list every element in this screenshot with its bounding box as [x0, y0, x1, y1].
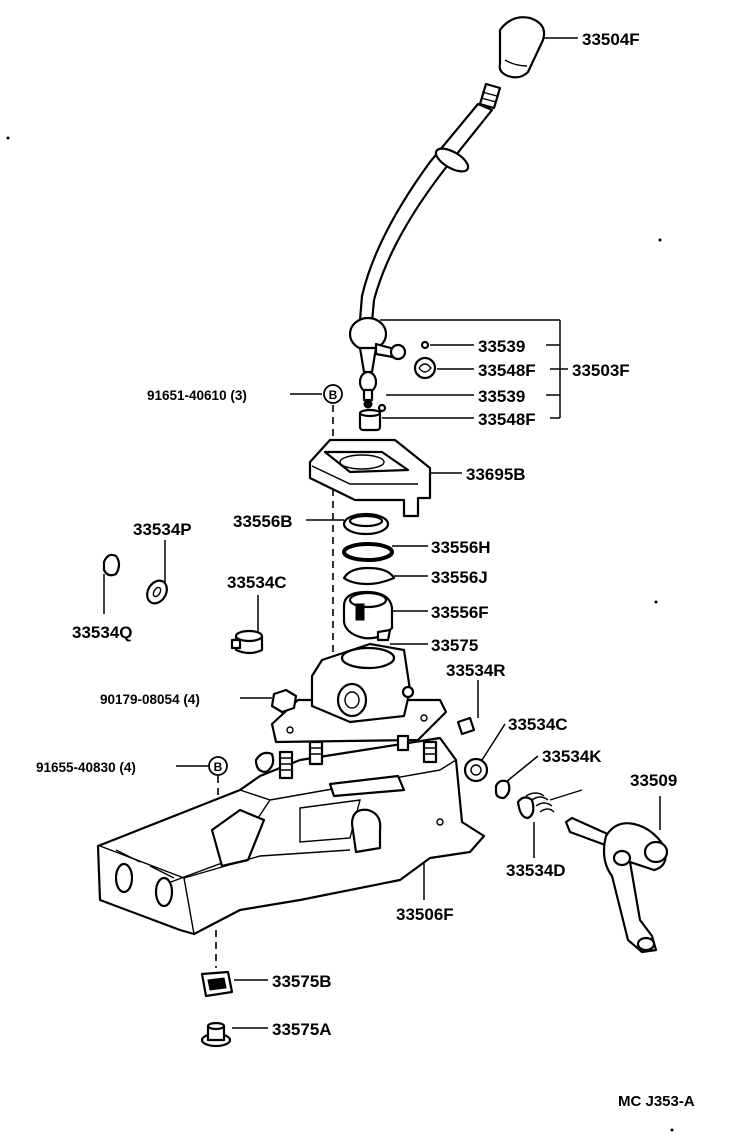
bolt-marker-b-upper-text: B — [329, 388, 338, 402]
bushing-33548F-b — [358, 408, 382, 432]
label-33503F: 33503F — [572, 361, 630, 380]
label-33506F: 33506F — [396, 905, 454, 924]
label-33504F: 33504F — [582, 30, 640, 49]
label-33575A: 33575A — [272, 1020, 332, 1039]
label-33534D: 33534D — [506, 861, 566, 880]
bushing-33534C-left — [230, 629, 264, 655]
shift-base-33506F — [96, 734, 486, 936]
nut-33575B — [200, 970, 234, 998]
socket-33556F — [342, 590, 394, 642]
diagram-id: MC J353-A — [618, 1093, 695, 1110]
pin-33539-a — [420, 340, 430, 350]
shift-lever-rod — [358, 82, 502, 324]
ball-joint — [348, 316, 407, 409]
label-33534K: 33534K — [542, 747, 602, 766]
label-33534C-right: 33534C — [508, 715, 568, 734]
clip-33534K — [494, 779, 511, 800]
retainer-housing-33575 — [270, 642, 448, 744]
label-33534P: 33534P — [133, 520, 192, 539]
bolt-marker-b-lower: B — [208, 756, 228, 776]
label-90179: 90179-08054 (4) — [100, 692, 200, 707]
spring-33534D — [516, 789, 583, 820]
label-33575: 33575 — [431, 636, 478, 655]
shift-knob — [498, 16, 546, 79]
nut-90179 — [270, 688, 298, 714]
boot-plate-33695B — [308, 438, 432, 518]
bushing-33548F-a — [413, 356, 437, 380]
clip-33556J — [342, 566, 396, 586]
label-33509: 33509 — [630, 771, 677, 790]
speck — [6, 136, 10, 140]
pin-33539-b — [377, 403, 387, 413]
leader-33534C-right — [481, 723, 506, 761]
pin-33534R — [456, 716, 476, 736]
label-33556F: 33556F — [431, 603, 489, 622]
washer-33534P — [146, 579, 168, 605]
speck — [654, 600, 658, 604]
label-91651: 91651-40610 (3) — [147, 388, 247, 403]
speck — [670, 1128, 674, 1132]
ring-33556H — [342, 542, 394, 562]
seal-33556B — [342, 512, 390, 536]
label-33556H: 33556H — [431, 538, 491, 557]
label-33534Q: 33534Q — [72, 623, 133, 642]
label-33539-a: 33539 — [478, 337, 525, 356]
bolt-marker-b-lower-text: B — [214, 760, 223, 774]
clip-33534Q — [102, 553, 121, 577]
label-33534C-left: 33534C — [227, 573, 287, 592]
label-33575B: 33575B — [272, 972, 332, 991]
bolt-marker-b-upper: B — [323, 384, 343, 404]
label-33548F-a: 33548F — [478, 361, 536, 380]
label-91655: 91655-40830 (4) — [36, 760, 136, 775]
leader-33534K — [505, 755, 539, 783]
label-33556B: 33556B — [233, 512, 293, 531]
speck — [658, 238, 662, 242]
shift-shaft-33509 — [564, 816, 669, 954]
label-33548F-b: 33548F — [478, 410, 536, 429]
label-33556J: 33556J — [431, 568, 488, 587]
label-33534R: 33534R — [446, 661, 506, 680]
label-33539-b: 33539 — [478, 387, 525, 406]
bushing-33575A — [200, 1021, 232, 1048]
label-33695B: 33695B — [466, 465, 526, 484]
bushing-33534C-right — [463, 757, 489, 783]
